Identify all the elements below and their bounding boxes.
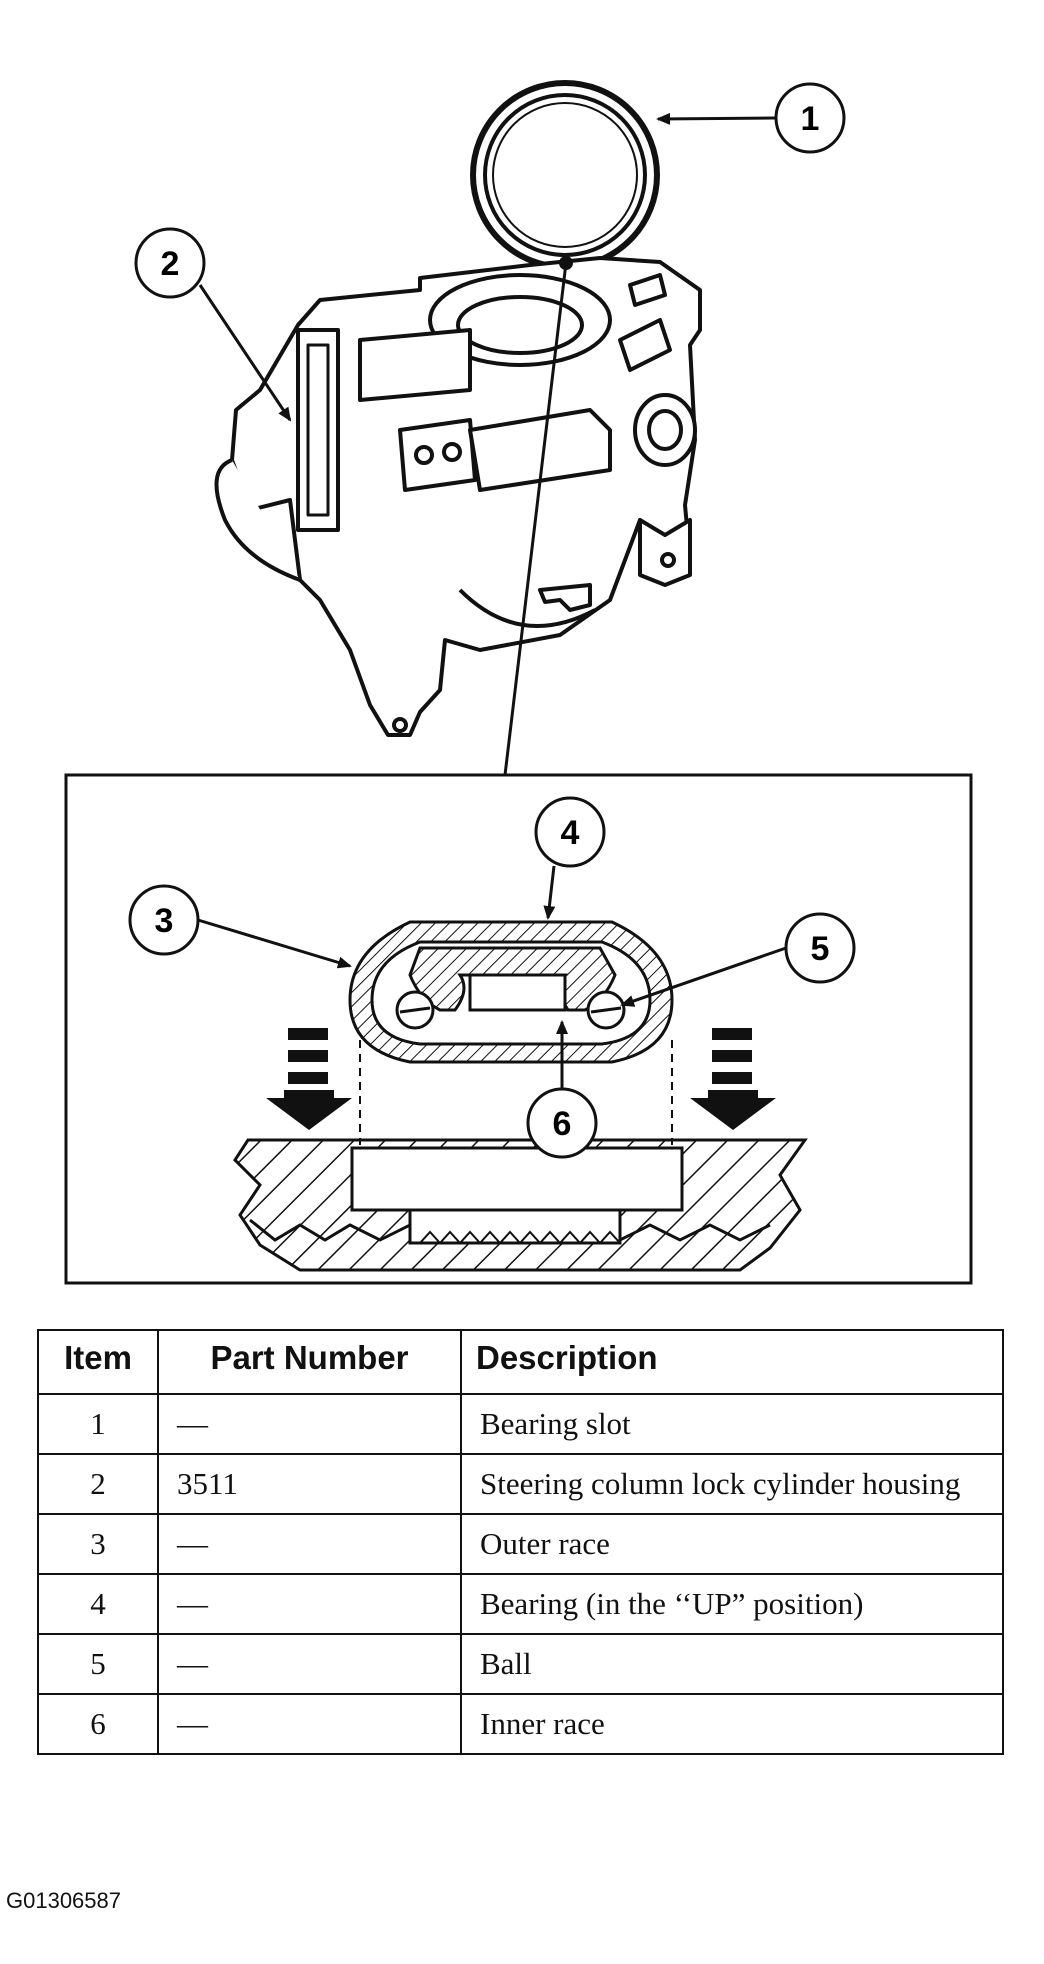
parts-table: Item Part Number Description 1 — Bearing… — [37, 1329, 1004, 1755]
leader-4 — [543, 865, 556, 920]
svg-text:5: 5 — [811, 930, 830, 968]
table-row: 6 — Inner race — [37, 1693, 1004, 1755]
table-header-row: Item Part Number Description — [37, 1329, 1004, 1395]
bearing-cross-section — [348, 920, 674, 1064]
base-fixture — [233, 1138, 808, 1272]
press-arrow-left — [266, 1028, 352, 1130]
callout-5: 5 — [784, 912, 856, 984]
lock-cylinder-housing — [214, 256, 702, 737]
header-part-number: Part Number — [157, 1329, 462, 1395]
row-part-number: — — [157, 1693, 462, 1755]
row-part-number: — — [157, 1573, 462, 1635]
row-description: Steering column lock cylinder housing — [460, 1453, 1004, 1515]
svg-text:1: 1 — [801, 100, 820, 138]
callout-4: 4 — [534, 796, 606, 868]
section-detail-frame — [64, 773, 973, 1285]
row-description: Bearing (in the ‘‘UP” position) — [460, 1573, 1004, 1635]
header-item: Item — [37, 1329, 159, 1395]
row-description: Bearing slot — [460, 1393, 1004, 1455]
row-item: 6 — [37, 1693, 159, 1755]
row-description: Ball — [460, 1633, 1004, 1695]
row-description: Outer race — [460, 1513, 1004, 1575]
bearing-installation-illustration: 1 2 — [64, 80, 973, 1285]
leader-section — [503, 262, 568, 776]
row-part-number: 3511 — [157, 1453, 462, 1515]
row-part-number: — — [157, 1393, 462, 1455]
alignment-guides — [359, 1040, 673, 1145]
header-description: Description — [460, 1329, 1004, 1395]
row-description: Inner race — [460, 1693, 1004, 1755]
leader-3 — [197, 918, 352, 969]
svg-text:3: 3 — [155, 902, 174, 940]
callout-2: 2 — [134, 227, 206, 299]
leader-1 — [656, 112, 776, 125]
table-row: 4 — Bearing (in the ‘‘UP” position) — [37, 1573, 1004, 1635]
row-item: 5 — [37, 1633, 159, 1695]
callout-3: 3 — [128, 884, 200, 956]
leader-2 — [198, 284, 292, 422]
svg-text:2: 2 — [161, 245, 180, 283]
table-row: 3 — Outer race — [37, 1513, 1004, 1575]
svg-text:4: 4 — [561, 814, 580, 852]
table-row: 1 — Bearing slot — [37, 1393, 1004, 1455]
row-item: 3 — [37, 1513, 159, 1575]
row-part-number: — — [157, 1633, 462, 1695]
callout-6: 6 — [526, 1087, 598, 1159]
table-row: 2 3511 Steering column lock cylinder hou… — [37, 1453, 1004, 1515]
row-item: 4 — [37, 1573, 159, 1635]
row-item: 1 — [37, 1393, 159, 1455]
table-row: 5 — Ball — [37, 1633, 1004, 1695]
callout-1: 1 — [774, 82, 846, 154]
row-part-number: — — [157, 1513, 462, 1575]
bearing-ring — [470, 80, 660, 270]
figure-id: G01306587 — [6, 1888, 121, 1913]
row-item: 2 — [37, 1453, 159, 1515]
press-arrow-right — [690, 1028, 776, 1130]
svg-text:6: 6 — [553, 1105, 572, 1143]
leader-5 — [620, 946, 787, 1007]
